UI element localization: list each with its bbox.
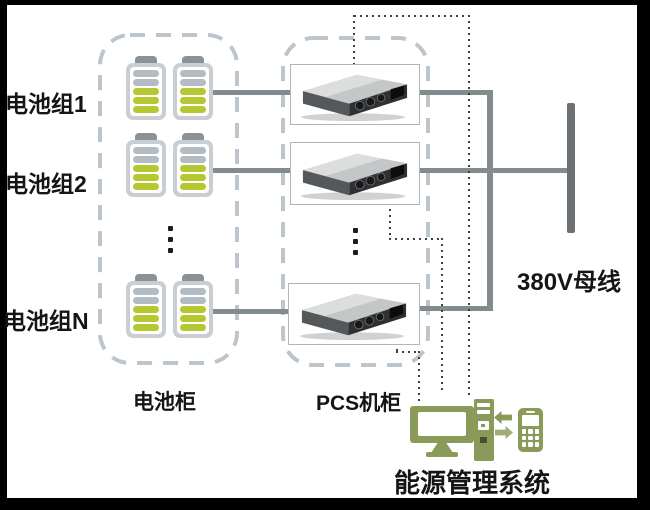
battery-level-bar (133, 147, 159, 154)
comm-line-pcs2-drop (389, 203, 391, 239)
battery-level-bar (180, 174, 206, 181)
pcs-cabinet-label: PCS机柜 (316, 392, 402, 415)
battery-level-bar (180, 288, 206, 295)
pcs-unit-n (288, 283, 420, 345)
battery-level-bar (180, 88, 206, 95)
tower-button (480, 437, 487, 443)
battery-level-bar (180, 315, 206, 322)
battery-level-bar (180, 97, 206, 104)
battery-level-bar (180, 156, 206, 163)
phone-screen (522, 415, 539, 426)
battery-icon (126, 274, 166, 338)
battery-group-1-label: 电池组1 (5, 91, 87, 117)
comm-line-pcs3-horizontal (396, 351, 420, 353)
battery-level-bar (180, 324, 206, 331)
comm-line-pcs2-horizontal (389, 238, 443, 240)
battery-group-n-label: 电池组N (3, 308, 89, 334)
pcs-unit-1 (290, 64, 420, 125)
battery-level-bar (133, 79, 159, 86)
vertical-ellipsis-icon (168, 226, 173, 253)
battery-level-bar (180, 79, 206, 86)
battery-level-bar (133, 88, 159, 95)
battery-level-bar (133, 97, 159, 104)
tower-slot (477, 403, 490, 407)
power-line-battery2-to-pcs2 (213, 168, 290, 173)
battery-cabinet-label: 电池柜 (133, 391, 196, 414)
pcs-device-icon (301, 153, 408, 200)
comm-line-pcs3-vertical (418, 351, 420, 404)
power-line-pcs2-to-bus (418, 168, 568, 173)
pcs-device-icon (301, 74, 408, 121)
pcs-cabinet-box (281, 36, 430, 367)
mobile-phone-icon (518, 408, 543, 452)
battery-level-bar (133, 165, 159, 172)
battery-level-bar (180, 183, 206, 190)
phone-keypad (522, 429, 539, 447)
comm-line-pcs1-drop (353, 15, 355, 64)
battery-level-bar (180, 165, 206, 172)
battery-level-bar (180, 106, 206, 113)
tower-panel-dot (481, 424, 485, 427)
monitor-stand (431, 443, 453, 453)
comm-line-pcs3-drop (396, 343, 398, 352)
vertical-ellipsis-icon (353, 228, 358, 255)
ems-label: 能源管理系统 (394, 468, 551, 498)
battery-level-bar (133, 156, 159, 163)
battery-icon (173, 133, 213, 197)
battery-icon (126, 133, 166, 197)
battery-level-bar (133, 306, 159, 313)
battery-level-bar (180, 70, 206, 77)
pcs-device-icon (300, 293, 407, 341)
battery-icon (126, 56, 166, 120)
battery-level-bar (133, 106, 159, 113)
pcs-unit-2 (290, 142, 420, 205)
battery-level-bar (180, 297, 206, 304)
monitor-base (426, 452, 458, 457)
power-line-battery1-to-pcs1 (213, 90, 290, 95)
computer-tower-icon (474, 399, 494, 461)
monitor-screen (418, 412, 466, 436)
power-line-batteryN-to-pcs3 (213, 309, 288, 314)
battery-cabinet-box (98, 33, 239, 365)
battery-level-bar (133, 288, 159, 295)
battery-level-bar (133, 297, 159, 304)
battery-level-bar (133, 183, 159, 190)
comm-line-top-horizontal (354, 15, 470, 17)
phone-speaker (526, 411, 535, 413)
power-line-pcs3-output (418, 306, 493, 311)
battery-level-bar (180, 147, 206, 154)
battery-level-bar (133, 174, 159, 181)
battery-icon (173, 274, 213, 338)
battery-level-bar (133, 70, 159, 77)
battery-level-bar (133, 315, 159, 322)
battery-icon (173, 56, 213, 120)
comm-line-right-vertical (468, 15, 470, 398)
power-collector-line (487, 90, 493, 311)
bus-label: 380V母线 (517, 269, 622, 296)
battery-group-2-label: 电池组2 (5, 171, 87, 197)
bus-bar (567, 103, 575, 233)
battery-level-bar (180, 306, 206, 313)
comm-line-pcs2-vertical (441, 238, 443, 392)
battery-level-bar (133, 324, 159, 331)
power-line-pcs1-output (418, 90, 493, 95)
tower-slot (477, 410, 490, 414)
